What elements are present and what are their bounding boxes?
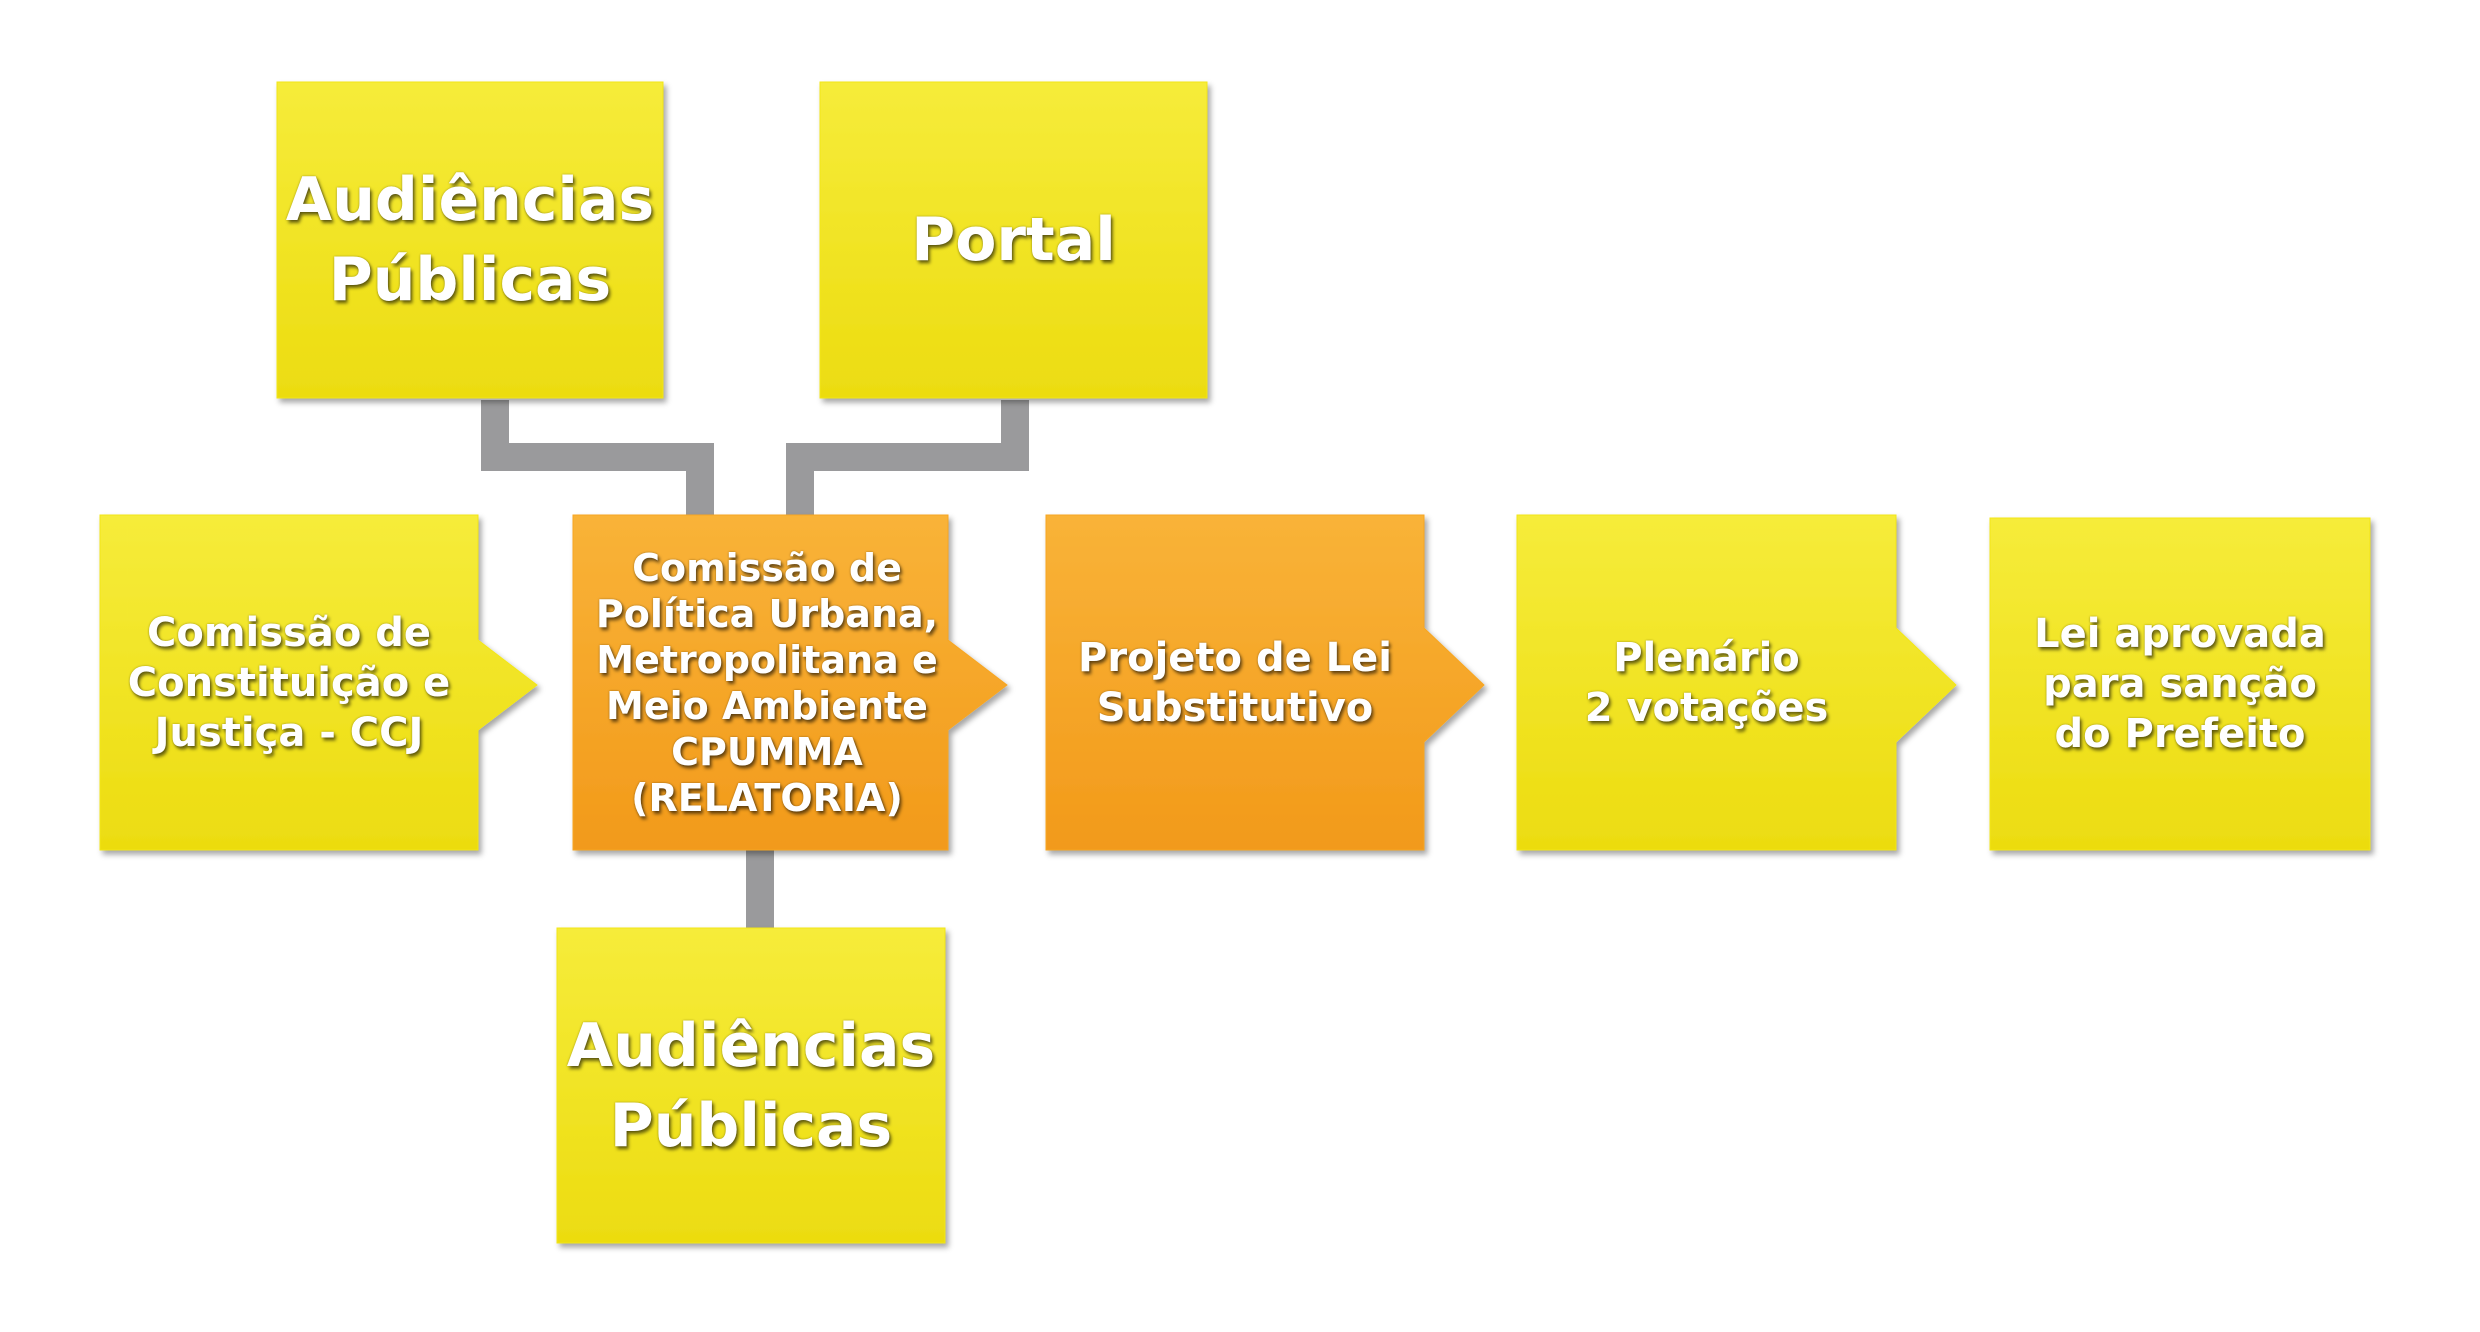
audiencias-top-label: Audiências Públicas — [285, 165, 655, 315]
cpumma-label: Comissão de Política Urbana, Metropolita… — [595, 545, 939, 820]
portal-box — [819, 81, 1208, 399]
plenario-box — [1516, 514, 1957, 851]
connector-audiencias-top-to-cpumma — [481, 400, 714, 515]
lei-box — [1989, 517, 2371, 851]
ccj-label: Comissão de Constituição e Justiça - CCJ — [127, 609, 451, 756]
cpumma-box — [572, 514, 1008, 851]
ccj-box — [99, 514, 538, 851]
plenario-label: Plenário 2 votações — [1584, 634, 1829, 731]
portal-label: Portal — [911, 205, 1116, 275]
audiencias-bottom-label: Audiências Públicas — [566, 1010, 936, 1161]
lei-label: Lei aprovada para sanção do Prefeito — [2034, 611, 2326, 757]
node-shapes — [99, 81, 2371, 1244]
connectors — [481, 400, 1029, 928]
substitutivo-box — [1045, 514, 1485, 851]
substitutivo-label: Projeto de Lei Substitutivo — [1078, 634, 1392, 731]
audiencias-bottom-box — [556, 927, 946, 1244]
audiencias-top-box — [276, 81, 664, 399]
connector-portal-to-cpumma — [786, 400, 1029, 515]
